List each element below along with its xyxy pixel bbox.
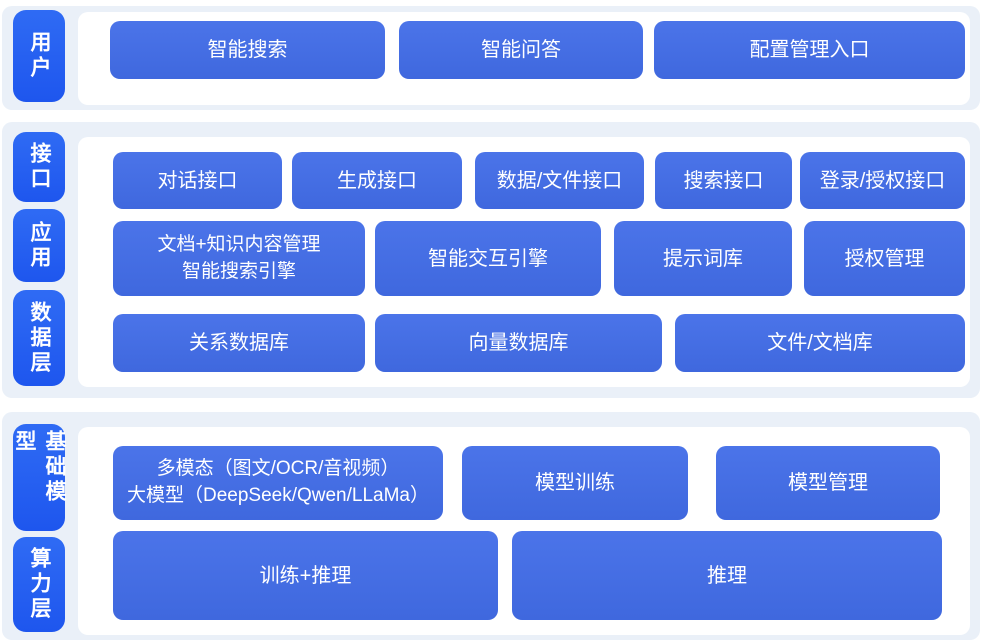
layer-label-interface: 接口 [13,132,65,202]
btn-doc-knowledge-search-engine: 文档+知识内容管理 智能搜索引擎 [113,221,365,296]
btn-model-training: 模型训练 [462,446,688,520]
btn-training-inference: 训练+推理 [113,531,498,620]
layer-label-data: 数据层 [13,290,65,386]
btn-relational-db: 关系数据库 [113,314,365,372]
layer-label-compute: 算力层 [13,537,65,632]
btn-search-api: 搜索接口 [655,152,792,209]
btn-auth-management: 授权管理 [804,221,965,296]
btn-model-management: 模型管理 [716,446,940,520]
btn-file-doc-store: 文件/文档库 [675,314,965,372]
layer-label-foundation-model: 基础模型 [13,424,66,531]
layer-label-application: 应用 [13,209,65,282]
btn-dialog-api: 对话接口 [113,152,282,209]
btn-multimodal-llm: 多模态（图文/OCR/音视频） 大模型（DeepSeek/Qwen/LLaMa） [113,446,443,520]
btn-smart-qa: 智能问答 [399,21,643,79]
btn-prompt-library: 提示词库 [614,221,792,296]
layer-label-user: 用户 [13,10,65,102]
btn-smart-search: 智能搜索 [110,21,385,79]
btn-login-auth-api: 登录/授权接口 [800,152,965,209]
btn-config-management-entry: 配置管理入口 [654,21,965,79]
btn-data-file-api: 数据/文件接口 [475,152,644,209]
btn-smart-interaction-engine: 智能交互引擎 [375,221,601,296]
btn-generation-api: 生成接口 [292,152,462,209]
btn-inference: 推理 [512,531,942,620]
btn-vector-db: 向量数据库 [375,314,662,372]
